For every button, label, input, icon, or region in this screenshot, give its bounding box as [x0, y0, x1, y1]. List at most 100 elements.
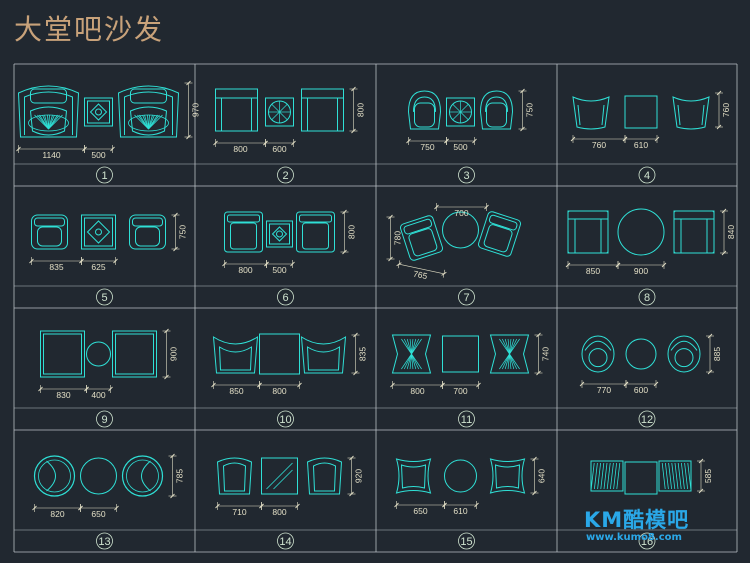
table-top — [624, 461, 658, 495]
stripe-line — [677, 462, 682, 490]
dim-slash — [615, 262, 621, 268]
table-diamond — [89, 103, 108, 121]
armchair — [301, 88, 344, 132]
chair-seat — [37, 226, 62, 247]
armchair — [224, 211, 263, 253]
table-spoke — [271, 111, 280, 121]
cell-number-badge: 7 — [458, 288, 475, 306]
dim-label: 800 — [272, 507, 286, 517]
dim-slash — [484, 204, 489, 210]
chair-arm — [215, 97, 222, 132]
dim-depth: 780 — [386, 214, 403, 262]
dim-width-table: 600 — [623, 380, 659, 395]
chair-body — [212, 336, 259, 374]
pleat-line — [411, 353, 422, 370]
dim-slash — [186, 134, 191, 140]
side-table — [442, 335, 479, 373]
dim-width-table: 610 — [442, 501, 479, 516]
chair-seat — [588, 348, 608, 368]
dim-rotated: 765 — [396, 260, 447, 282]
table-spoke — [460, 103, 469, 113]
dim-slash — [623, 381, 629, 387]
dim-depth: 785 — [168, 453, 185, 499]
stripe-line — [594, 462, 598, 490]
pleat-line — [411, 338, 417, 355]
badge-circle — [96, 166, 113, 184]
armchair — [489, 334, 530, 374]
dim-label: 700 — [453, 386, 467, 396]
tufting-line — [47, 114, 49, 130]
dim-width-table: 500 — [264, 260, 295, 275]
table-top — [80, 457, 117, 495]
pleat-line — [509, 338, 515, 355]
chair-seat — [43, 333, 82, 375]
cell-number-badge: 15 — [458, 532, 475, 550]
table-top — [265, 97, 294, 127]
table-top — [625, 338, 657, 370]
chair-body — [112, 330, 157, 378]
dim-slash — [213, 140, 218, 146]
dim-width-table: 625 — [79, 257, 118, 272]
stripe-line — [671, 462, 676, 490]
dim-label: 850 — [229, 386, 243, 396]
dim-width-chair: 830 — [38, 385, 89, 400]
cell-number: 2 — [282, 170, 288, 182]
pleat-line — [501, 353, 510, 370]
dim-slash — [390, 382, 395, 388]
dim-width-table: 900 — [615, 261, 667, 276]
armchair — [395, 458, 432, 494]
table-top — [442, 335, 479, 373]
chair-seat — [486, 102, 507, 128]
dim-width-table: 600 — [263, 139, 296, 154]
armchair — [672, 96, 710, 130]
dim-slash — [32, 505, 37, 511]
dim-slash — [79, 258, 84, 264]
dim-slash — [707, 333, 713, 339]
armchair — [407, 90, 442, 130]
stripe-line — [610, 462, 614, 490]
armchair — [400, 215, 443, 261]
dim-slash — [38, 386, 43, 392]
armchair — [17, 85, 80, 138]
table-top — [446, 97, 475, 127]
tufting-line — [148, 114, 160, 130]
table-top — [261, 457, 298, 495]
table-top — [444, 459, 477, 493]
dim-depth: 800 — [340, 209, 357, 255]
chair-body — [567, 210, 609, 254]
dim-slash — [342, 209, 347, 215]
dim-label: 750 — [420, 142, 434, 152]
dim-label: 610 — [634, 140, 648, 150]
badge-circle — [277, 166, 294, 184]
table-center — [276, 230, 283, 238]
dim-label: 760 — [721, 103, 731, 117]
tufting-line — [142, 114, 149, 130]
watermark-url: www.kumo8.com — [586, 532, 682, 543]
cell-number: 4 — [644, 170, 650, 182]
dim-slash — [222, 261, 227, 267]
side-table — [259, 333, 300, 375]
badge-circle — [277, 410, 294, 428]
pleat-line — [401, 338, 412, 355]
armchair — [479, 90, 514, 130]
dim-slash — [442, 502, 447, 508]
chair-body — [129, 214, 166, 250]
cell-number: 6 — [282, 292, 288, 304]
badge-circle — [638, 166, 656, 184]
dim-label: 830 — [56, 390, 70, 400]
dim-slash — [84, 386, 89, 392]
tufting-line — [137, 114, 149, 130]
stripe-line — [613, 462, 617, 490]
pleat-line — [507, 338, 510, 355]
stripe-line — [603, 462, 608, 490]
dim-slash — [536, 370, 541, 376]
dim-label: 765 — [412, 269, 428, 282]
dim-width-chair: 765 — [396, 260, 447, 282]
side-table — [84, 97, 113, 127]
pleat-line — [499, 338, 510, 355]
chair-seat — [483, 224, 513, 253]
dim-slash — [353, 370, 358, 376]
